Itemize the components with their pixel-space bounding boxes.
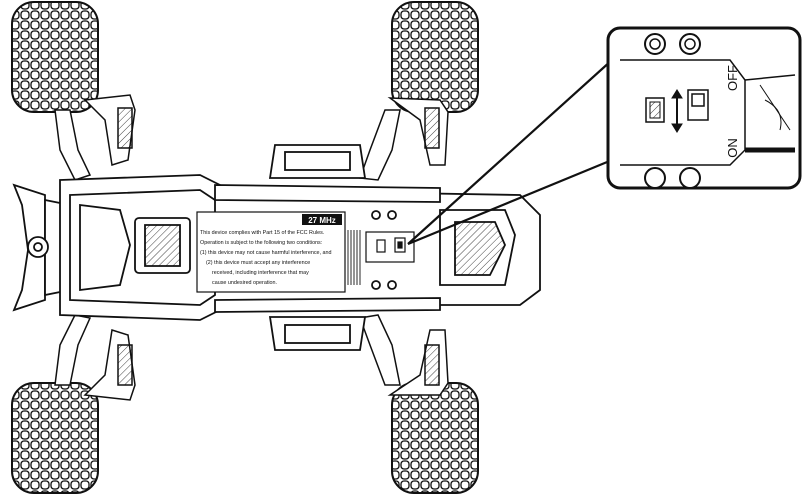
frequency-badge-text: 27 MHz [308, 216, 336, 225]
toggle-arrow-icon [671, 89, 683, 133]
fcc-line-2: Operation is subject to the following tw… [200, 240, 322, 246]
switch-on-label: ON [725, 138, 740, 158]
tire-front-right [391, 1, 479, 113]
tire-rear-right [391, 382, 479, 494]
power-switch-small [365, 231, 415, 263]
power-switch [645, 89, 709, 123]
fcc-line-4: (2) this device must accept any interfer… [206, 260, 310, 266]
fcc-line-3: (1) this device may not cause harmful in… [200, 250, 332, 256]
frequency-badge [302, 214, 342, 225]
suspension-arms [54, 94, 449, 401]
tire-rear-left [11, 382, 99, 494]
callout-lines [407, 59, 613, 246]
fcc-line-6: cause undesired operation. [212, 280, 277, 286]
switch-off-label: OFF [725, 65, 740, 91]
tire-front-left [11, 1, 99, 113]
fcc-line-1: This device complies with Part 15 of the… [200, 230, 324, 236]
switch-callout: OFF ON [606, 26, 802, 190]
serial-label [347, 230, 361, 285]
fcc-label: 27 MHz This device complies with Part 15… [196, 211, 361, 293]
fcc-line-5: received, including interference that ma… [212, 270, 309, 276]
